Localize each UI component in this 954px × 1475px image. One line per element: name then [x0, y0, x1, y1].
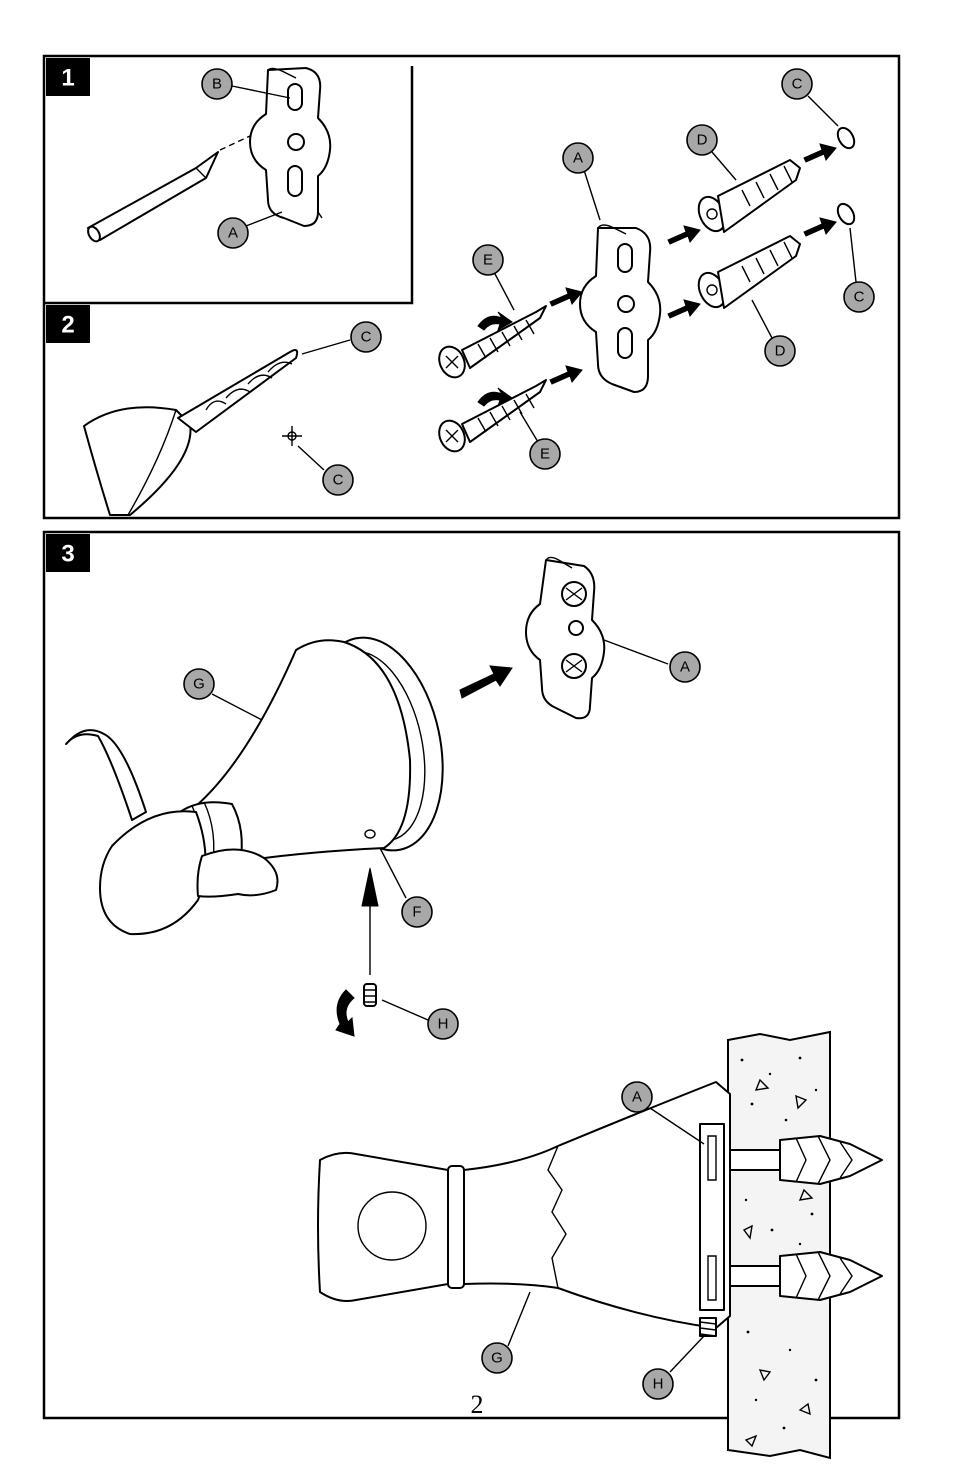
leader-g-step3 [212, 694, 262, 720]
svg-text:E: E [540, 446, 550, 463]
drilled-hole-bottom-icon [834, 201, 857, 227]
callout-e-top: E [473, 245, 503, 275]
svg-text:A: A [573, 150, 583, 167]
leader-a-step1 [246, 212, 282, 226]
mounting-bracket-step2 [580, 225, 660, 392]
callout-c-drill: C [351, 322, 381, 352]
arrow-icon [550, 366, 582, 384]
arrow-icon [804, 144, 836, 162]
wall-anchor-bottom-icon [694, 236, 800, 311]
leader-h-step3 [382, 1000, 428, 1020]
arrow-icon [804, 218, 836, 236]
svg-text:H: H [438, 1016, 449, 1033]
svg-text:C: C [792, 76, 803, 93]
callout-a-step1: A [218, 218, 248, 248]
svg-text:2: 2 [61, 312, 74, 339]
leader-d-bottom [752, 300, 772, 338]
callout-g-section: G [482, 1343, 512, 1373]
svg-text:G: G [193, 676, 205, 693]
leader-c-top [808, 96, 838, 126]
drilled-hole-top-icon [834, 125, 857, 151]
mounted-bracket [526, 557, 604, 718]
callout-d-top: D [687, 125, 717, 155]
callout-a-section: A [622, 1082, 652, 1112]
leader-e-top [494, 272, 514, 310]
wall-anchor-top-icon [694, 160, 800, 235]
callout-c-mark: C [323, 465, 353, 495]
leader-h-section [670, 1336, 704, 1372]
callout-g-step3: G [184, 669, 214, 699]
panel-step-1-divider [44, 66, 412, 303]
rotate-arrow-icon [336, 990, 354, 1036]
callout-f: F [402, 897, 432, 927]
leader-c-mark [298, 446, 324, 470]
callout-c-top: C [782, 69, 812, 99]
arrow-icon [460, 666, 512, 698]
leader-d-top [712, 152, 736, 180]
leader-g-section [508, 1292, 530, 1346]
svg-text:1: 1 [61, 65, 74, 92]
svg-text:C: C [854, 289, 865, 306]
up-arrow-icon [362, 868, 378, 906]
drill-icon [84, 350, 297, 515]
step-badge-2: 2 [46, 305, 90, 343]
leader-a-step3 [604, 640, 668, 664]
callout-h-step3: H [428, 1009, 458, 1039]
arrow-icon [668, 226, 700, 244]
svg-text:F: F [412, 904, 421, 921]
arrow-icon [668, 300, 700, 318]
svg-text:C: C [333, 472, 344, 489]
leader-e-bottom [520, 412, 538, 442]
svg-text:A: A [228, 225, 238, 242]
step-badge-3: 3 [46, 534, 90, 572]
leader-c-drill [302, 340, 350, 354]
leader-c-bottom [850, 228, 856, 282]
leader-f [380, 848, 406, 898]
page-number: 2 [0, 1390, 954, 1420]
step-badge-1: 1 [46, 58, 90, 96]
svg-text:C: C [361, 329, 372, 346]
callout-e-bottom: E [530, 439, 560, 469]
screw-bottom-icon [434, 380, 546, 456]
callout-d-bottom: D [765, 336, 795, 366]
callout-a-step3: A [670, 652, 700, 682]
pencil-icon [86, 152, 218, 243]
svg-text:A: A [632, 1089, 642, 1106]
drill-mark-icon [282, 426, 302, 446]
callout-b: B [202, 69, 232, 99]
arrow-icon [550, 288, 582, 306]
svg-text:E: E [483, 252, 493, 269]
callout-a-step2: A [563, 143, 593, 173]
svg-text:A: A [680, 659, 690, 676]
leader-a-step2 [584, 170, 600, 220]
svg-text:D: D [697, 132, 708, 149]
svg-text:B: B [212, 76, 222, 93]
set-screw-icon [364, 984, 376, 1006]
svg-text:G: G [491, 1350, 503, 1367]
robe-hook [66, 625, 461, 934]
svg-text:3: 3 [61, 541, 74, 568]
mark-direction-line [220, 136, 250, 150]
callout-c-bottom: C [844, 282, 874, 312]
svg-text:D: D [775, 343, 786, 360]
